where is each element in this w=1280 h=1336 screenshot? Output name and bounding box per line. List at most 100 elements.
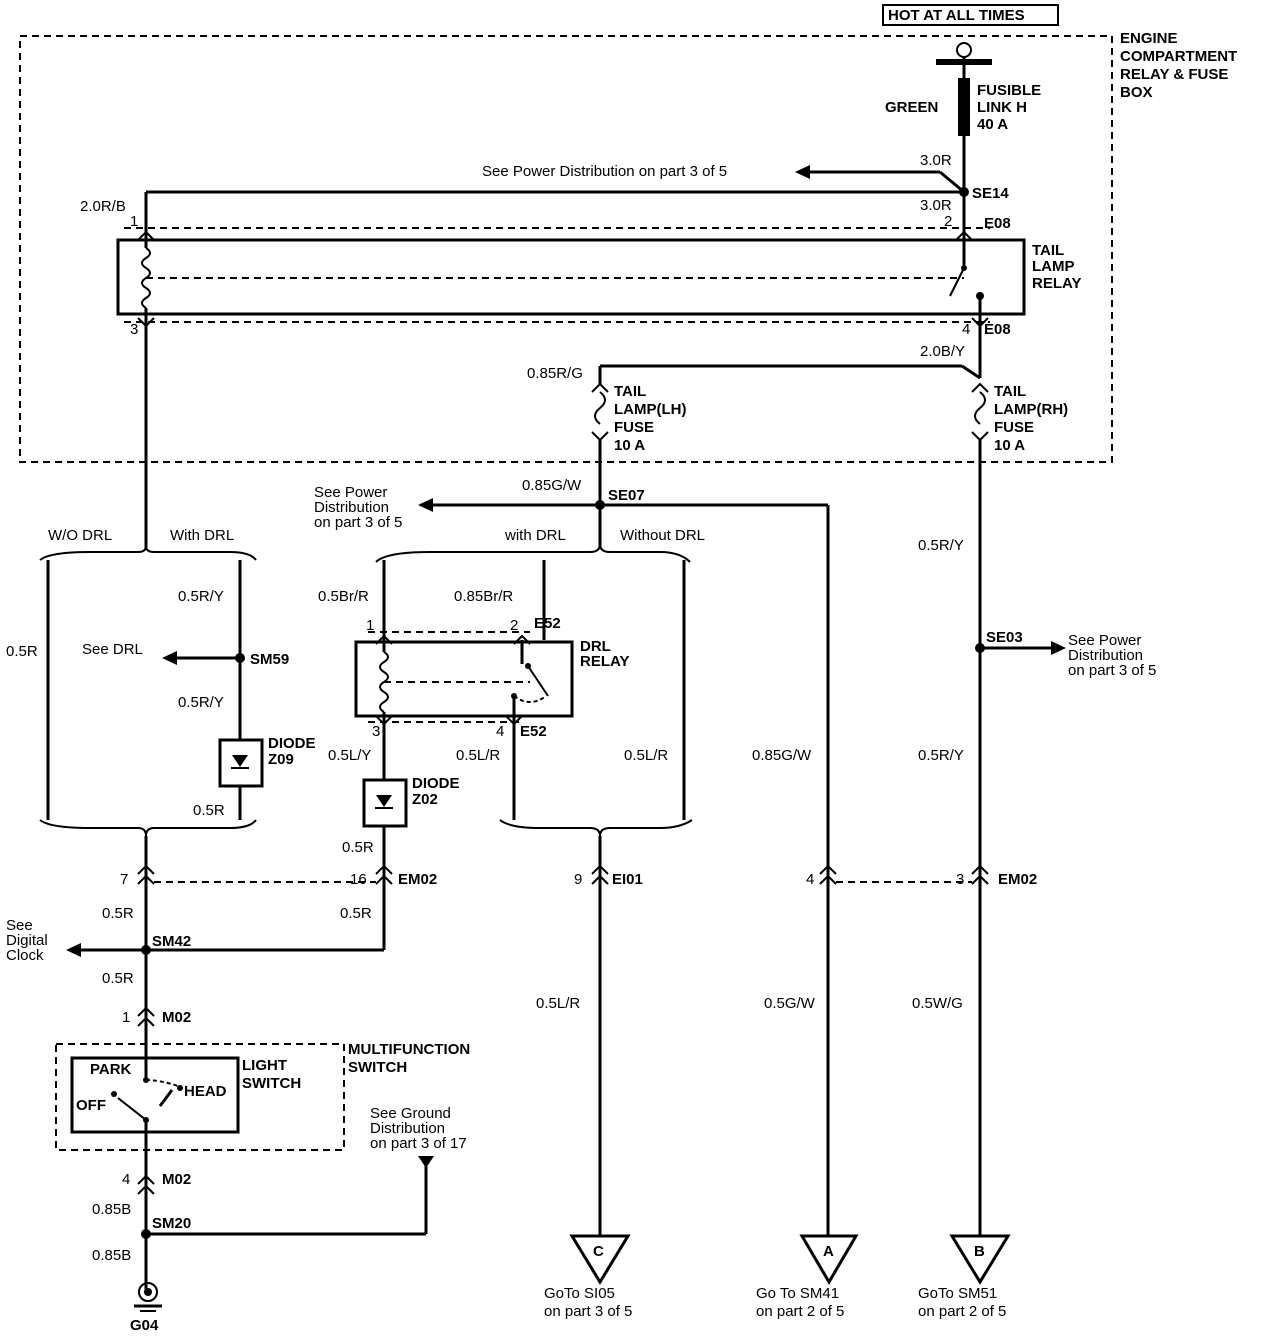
splice-label-sm20: SM20 xyxy=(152,1215,191,1232)
pin-7: 7 xyxy=(120,871,128,888)
chevron-em02-p7a-icon xyxy=(137,864,155,875)
fusible-link-icon xyxy=(958,78,970,136)
relay-contact-icon xyxy=(949,230,984,324)
hot-at-all-times-box xyxy=(882,4,1059,26)
wire-label-0-5ly: 0.5L/Y xyxy=(328,747,371,764)
diode-z09-label-1: DIODE xyxy=(268,735,316,752)
fusible-link-label-2: LINK H xyxy=(977,99,1027,116)
splice-label-sm59: SM59 xyxy=(250,651,289,668)
fuse-lh-label-4: 10 A xyxy=(614,437,645,454)
ground-icon xyxy=(134,1282,162,1312)
ref-digital-clock-3: Clock xyxy=(6,947,44,964)
goto-a-label-1: Go To SM41 xyxy=(756,1285,839,1302)
light-switch-label-1: LIGHT xyxy=(242,1057,287,1074)
light-switch-contact-icon xyxy=(111,1040,183,1132)
pin-9: 9 xyxy=(574,871,582,888)
connector-e52-top: E52 xyxy=(534,615,561,632)
engine-compartment-box xyxy=(19,35,1113,463)
goto-c-label-2: on part 3 of 5 xyxy=(544,1303,632,1320)
pin-m02-4: 4 xyxy=(122,1171,130,1188)
goto-a-triangle[interactable] xyxy=(799,1234,859,1285)
drl-coil-icon xyxy=(379,640,389,724)
fuse-lh-icon xyxy=(591,382,609,442)
wire-label-0-5lr-c: 0.5L/R xyxy=(536,995,580,1012)
ref-power-dist-mid-1: See Power xyxy=(314,484,387,501)
light-switch-head: HEAD xyxy=(184,1083,227,1100)
arrow-power-dist-mid-icon xyxy=(418,498,433,512)
fusible-link-label-3: 40 A xyxy=(977,116,1008,133)
ref-power-dist-mid-3: on part 3 of 5 xyxy=(314,514,402,531)
pin-em02-4: 4 xyxy=(806,871,814,888)
wire-label-0-85b-a: 0.85B xyxy=(92,1201,131,1218)
engine-box-label-4: BOX xyxy=(1120,84,1153,101)
wire-label-0-85brr: 0.85Br/R xyxy=(454,588,513,605)
wire-label-0-5brr: 0.5Br/R xyxy=(318,588,369,605)
arrow-digital-clock-icon xyxy=(66,943,81,957)
chevron-drl-p2-icon xyxy=(513,634,531,645)
ref-power-dist-mid-2: Distribution xyxy=(314,499,389,516)
chevron-em02-p3a-icon xyxy=(971,864,989,875)
tail-lamp-relay-label-2: LAMP xyxy=(1032,258,1075,275)
wire-label-0-85b-b: 0.85B xyxy=(92,1247,131,1264)
multifunction-label-2: SWITCH xyxy=(348,1059,407,1076)
goto-a-letter: A xyxy=(823,1243,834,1260)
fuse-lh-label-3: FUSE xyxy=(614,419,654,436)
wire-se14-to-power xyxy=(939,170,965,194)
goto-c-triangle[interactable] xyxy=(569,1234,631,1285)
ref-power-dist-right-3: on part 3 of 5 xyxy=(1068,662,1156,679)
chevron-ei01-p9a-icon xyxy=(591,864,609,875)
fusible-link-wire-color: GREEN xyxy=(885,99,938,116)
connector-ei01: EI01 xyxy=(612,871,643,888)
battery-terminal-icon xyxy=(936,42,992,78)
goto-b-letter: B xyxy=(974,1243,985,1260)
merge-bracket-mid xyxy=(499,819,693,837)
chevron-m02-p1b-icon xyxy=(137,1016,155,1027)
chevron-m02-p1a-icon xyxy=(137,1006,155,1017)
connector-e08-bot: E08 xyxy=(984,321,1011,338)
wire-label-0-5lr-b: 0.5L/R xyxy=(624,747,668,764)
branch-label-wo-drl: W/O DRL xyxy=(48,527,112,544)
chevron-relay-p1-icon xyxy=(137,230,155,241)
engine-box-label-1: ENGINE xyxy=(1120,30,1178,47)
connector-em02-right: EM02 xyxy=(998,871,1037,888)
splice-label-se07: SE07 xyxy=(608,487,645,504)
arrow-power-dist-top-icon xyxy=(795,165,810,179)
goto-b-label-1: GoTo SM51 xyxy=(918,1285,997,1302)
ref-see-drl: See DRL xyxy=(82,641,143,658)
wire-label-0-5r-left: 0.5R xyxy=(6,643,38,660)
splice-label-sm42: SM42 xyxy=(152,933,191,950)
drl-pin-3: 3 xyxy=(372,723,380,740)
chevron-em02-p4a-icon xyxy=(819,864,837,875)
drl-pin-2: 2 xyxy=(510,617,518,634)
light-switch-label-2: SWITCH xyxy=(242,1075,301,1092)
wire-label-0-5ry-b: 0.5R/Y xyxy=(178,694,224,711)
engine-box-label-3: RELAY & FUSE xyxy=(1120,66,1228,83)
chevron-em02-p16a-icon xyxy=(375,864,393,875)
connector-em02-left: EM02 xyxy=(398,871,437,888)
fuse-rh-icon xyxy=(971,382,989,442)
wire-label-0-5lr-a: 0.5L/R xyxy=(456,747,500,764)
goto-b-label-2: on part 2 of 5 xyxy=(918,1303,1006,1320)
goto-b-triangle[interactable] xyxy=(949,1234,1011,1285)
wire-label-0-5wg: 0.5W/G xyxy=(912,995,963,1012)
multifunction-switch-box xyxy=(55,1043,345,1151)
connector-ground-g04: G04 xyxy=(130,1317,159,1334)
chevron-ei01-p9b-icon xyxy=(591,874,609,885)
drl-pin-1: 1 xyxy=(366,617,374,634)
wire-label-0-5r-sm42: 0.5R xyxy=(102,970,134,987)
relay-pin-3: 3 xyxy=(130,321,138,338)
ref-digital-clock-2: Digital xyxy=(6,932,48,949)
light-switch-off: OFF xyxy=(76,1097,106,1114)
relay-pin-1: 1 xyxy=(130,213,138,230)
pin-m02-1: 1 xyxy=(122,1009,130,1026)
wire-label-3-0r-top: 3.0R xyxy=(920,152,952,169)
drl-contact-icon xyxy=(511,640,549,724)
fuse-lh-label-2: LAMP(LH) xyxy=(614,401,686,418)
light-switch-box[interactable] xyxy=(70,1056,240,1134)
branch-bracket-mid xyxy=(375,543,691,563)
wire-label-0-85gw-b: 0.85G/W xyxy=(752,747,812,764)
tail-lamp-relay-label-3: RELAY xyxy=(1032,275,1081,292)
diode-z02-icon xyxy=(375,795,393,809)
wire-label-0-85rg: 0.85R/G xyxy=(527,365,583,382)
fuse-rh-label-4: 10 A xyxy=(994,437,1025,454)
